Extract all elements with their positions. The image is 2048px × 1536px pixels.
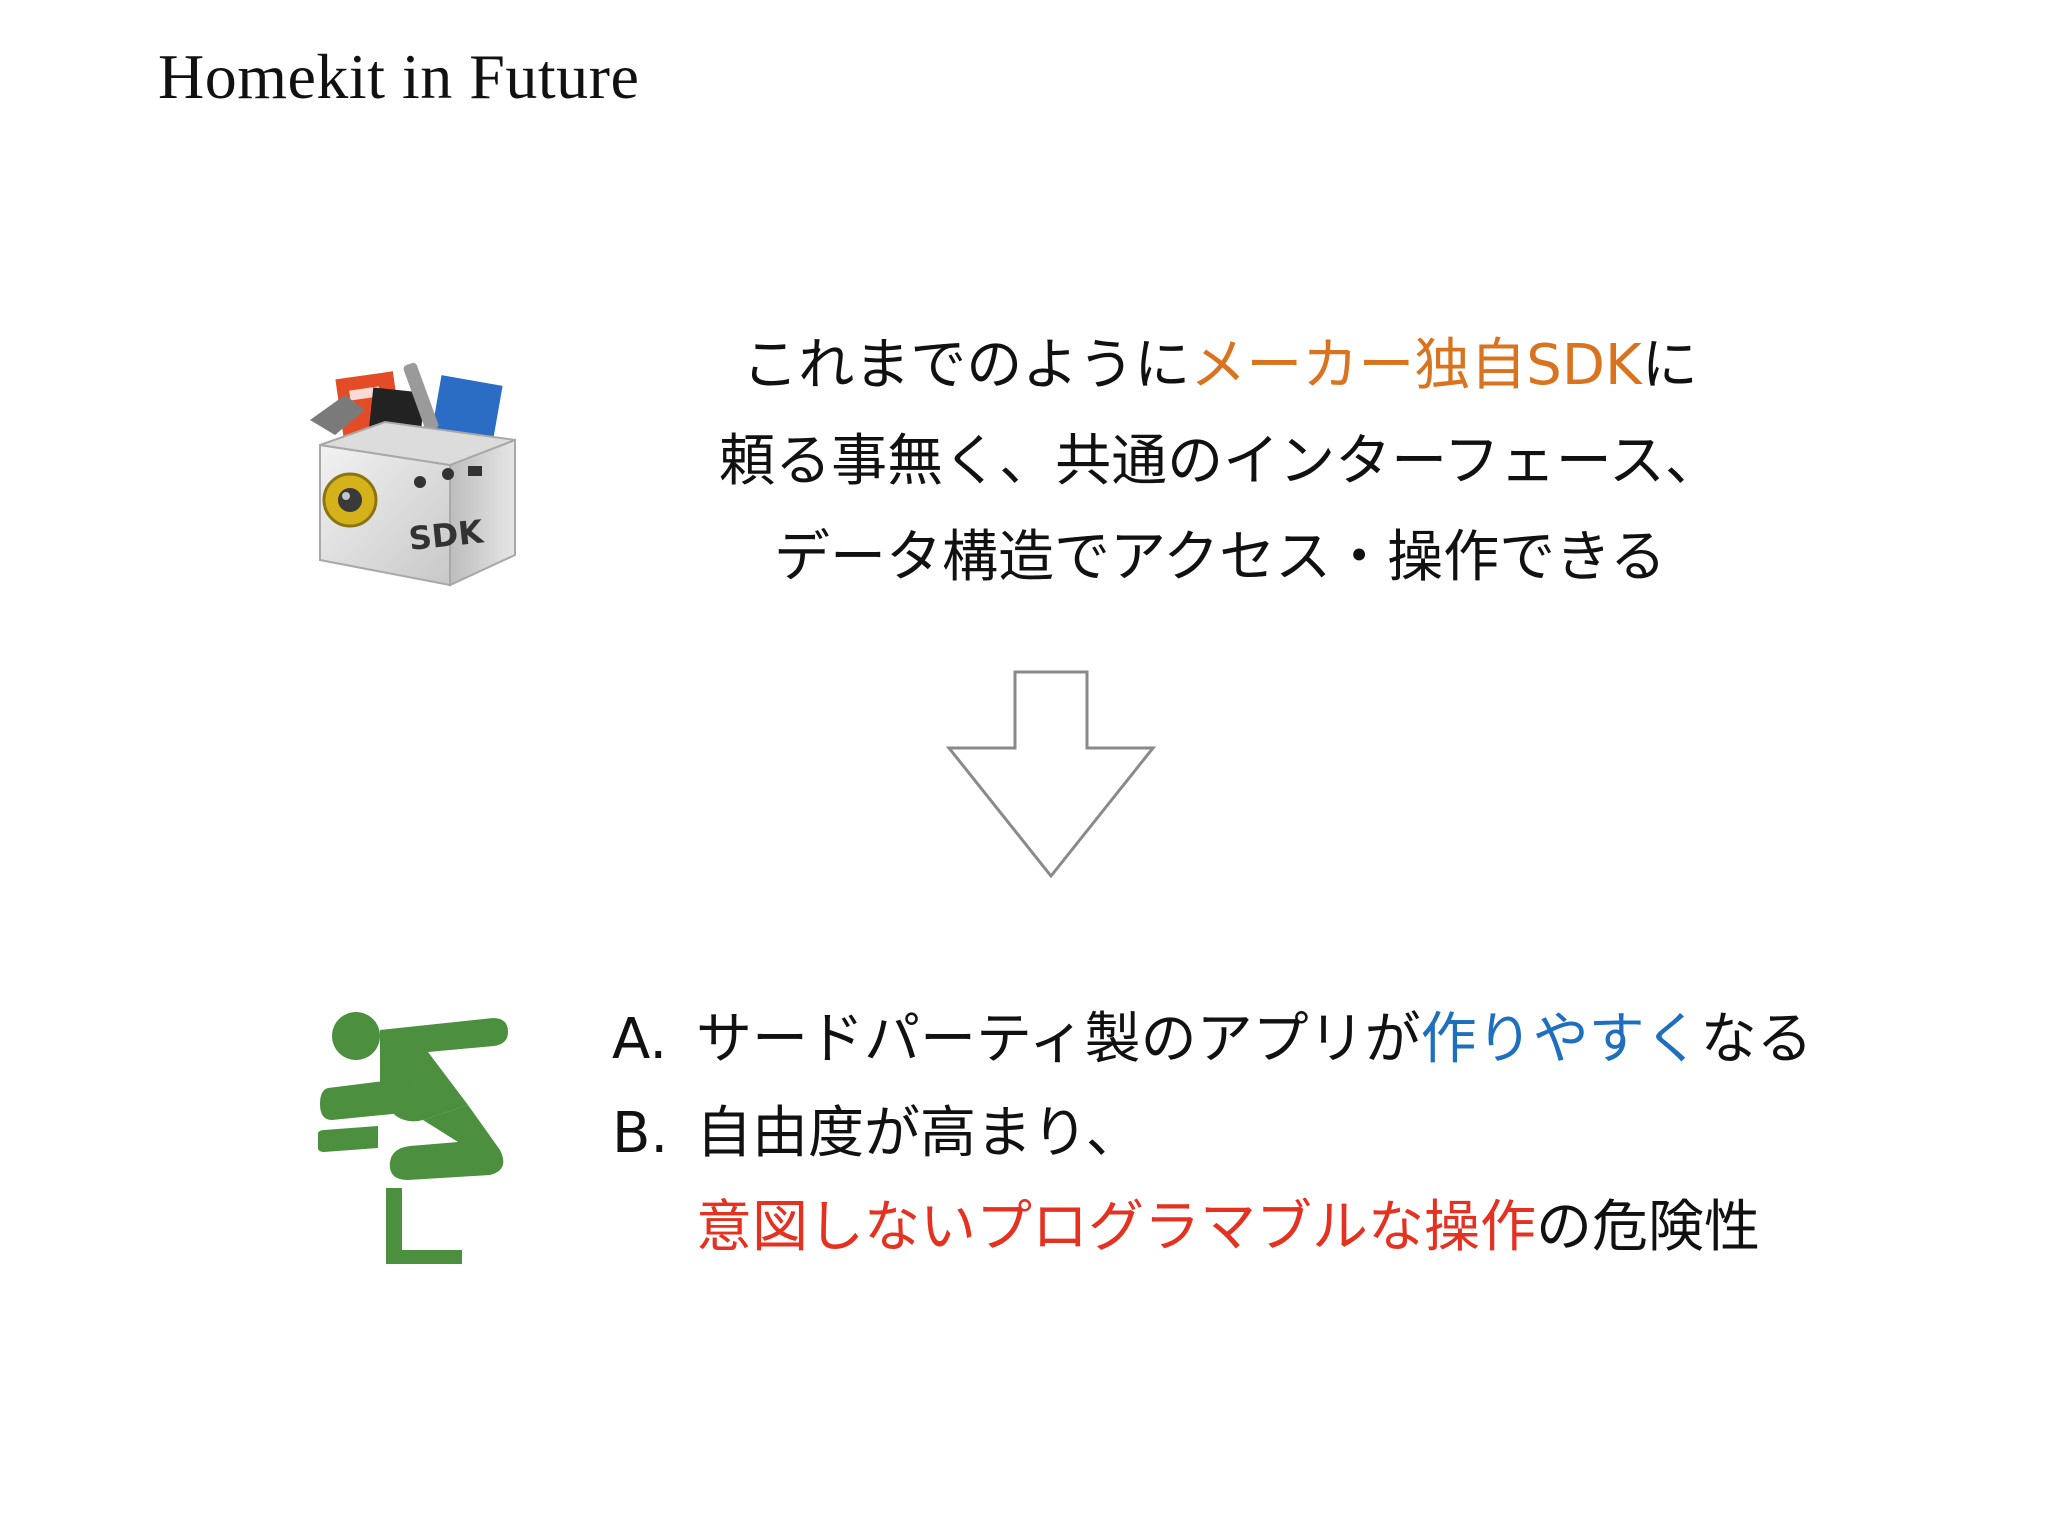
top-line-2: 頼る事無く、共通のインターフェース、 [719,429,1721,494]
easy-to-build-highlight: 作りやすく [1420,1007,1701,1072]
statement-a-suffix: なる [1700,1007,1813,1072]
statement-b-marker: B. [612,1101,669,1166]
maker-sdk-highlight: メーカー独自SDK [1190,333,1642,398]
statement-a: A. サードパーティ製のアプリが作りやすくなる [612,993,1813,1087]
bottom-statements: A. サードパーティ製のアプリが作りやすくなる B. 自由度が高まり、 意図しないプ… [612,993,1813,1275]
down-arrow-icon [945,670,1157,879]
hurdle-jump-icon [318,1012,508,1264]
statement-b-continued: 意図しないプログラマブルな操作の危険性 [612,1181,1813,1275]
statement-a-text: サードパーティ製のアプリが [696,1007,1421,1072]
risk-suffix: の危険性 [1536,1195,1760,1260]
sdk-label: SDK [407,512,486,558]
top-statement: これまでのようにメーカー独自SDKに 頼る事無く、共通のインターフェース、 デー… [640,318,1800,606]
statement-a-marker: A. [612,1007,668,1072]
slide-title: Homekit in Future [158,41,640,112]
top-line-1-suffix: に [1641,333,1698,398]
sdk-box-icon: SDK [310,362,516,587]
statement-b-text: 自由度が高まり、 [696,1101,1142,1166]
statement-b: B. 自由度が高まり、 [612,1087,1813,1181]
top-line-3: データ構造でアクセス・操作できる [773,525,1667,590]
unintended-operation-highlight: 意図しないプログラマブルな操作 [696,1195,1536,1260]
top-line-1-text: これまでのように [742,333,1191,398]
top-line-1: これまでのようにメーカー独自SDKに [640,318,1800,414]
